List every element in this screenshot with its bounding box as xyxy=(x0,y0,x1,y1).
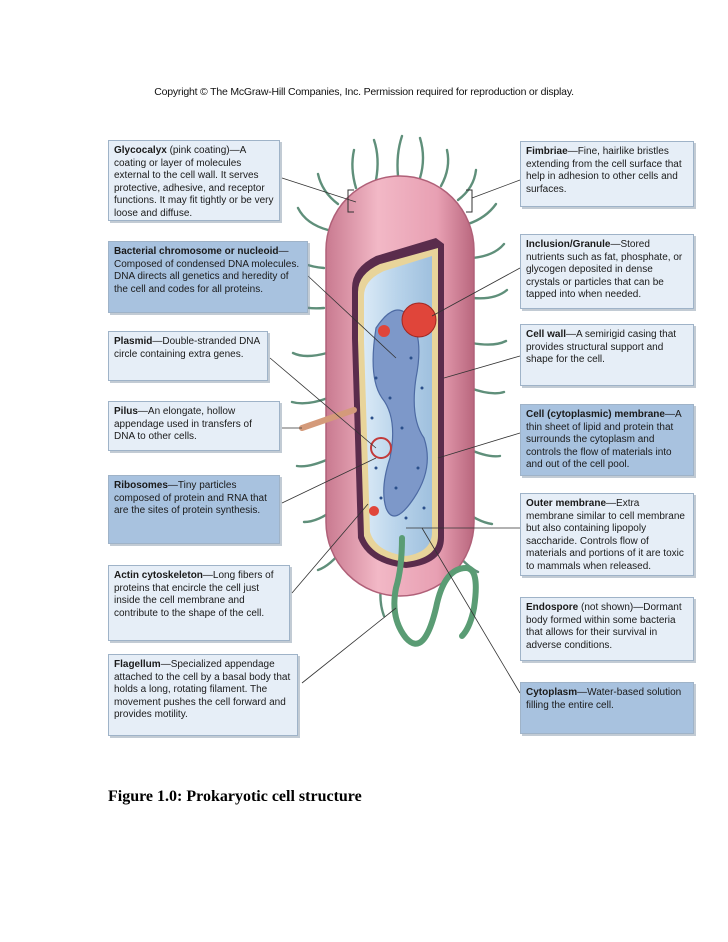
label-desc: —Fine, hairlike bristles extending from … xyxy=(526,146,682,195)
label-term: Cytoplasm xyxy=(526,687,578,698)
label-term: Pilus xyxy=(114,406,138,417)
label-term: Plasmid xyxy=(114,336,153,347)
label-cytoplasm: Cytoplasm—Water-based solution filling t… xyxy=(520,682,694,734)
label-term: Endospore xyxy=(526,602,579,613)
label-desc: (pink coating)—A coating or layer of mol… xyxy=(114,145,274,219)
label-desc: —A thin sheet of lipid and protein that … xyxy=(526,409,682,470)
label-desc: —Long fibers of proteins that encircle t… xyxy=(114,570,274,619)
label-endospore: Endospore (not shown)—Dormant body forme… xyxy=(520,597,694,661)
label-desc: —Stored nutrients such as fat, phosphate… xyxy=(526,239,683,300)
label-pilus: Pilus—An elongate, hollow appendage used… xyxy=(108,401,280,451)
label-desc: —Tiny particles composed of protein and … xyxy=(114,480,267,516)
label-term: Fimbriae xyxy=(526,146,568,157)
label-term: Inclusion/Granule xyxy=(526,239,611,250)
label-term: Glycocalyx xyxy=(114,145,167,156)
label-term: Outer membrane xyxy=(526,498,607,509)
cell-illustration xyxy=(269,134,521,694)
copyright-notice: Copyright © The McGraw-Hill Companies, I… xyxy=(154,86,574,98)
inclusion-granule-tiny xyxy=(369,506,379,516)
label-desc: (not shown)—Dormant body formed within s… xyxy=(526,602,682,651)
label-actin: Actin cytoskeleton—Long fibers of protei… xyxy=(108,565,290,641)
leader-lines xyxy=(269,177,521,694)
label-chromosome: Bacterial chromosome or nucleoid—Compose… xyxy=(108,241,308,313)
label-cellwall: Cell wall—A semirigid casing that provid… xyxy=(520,324,694,386)
flagellum xyxy=(391,535,479,647)
label-ribosomes: Ribosomes—Tiny particles composed of pro… xyxy=(108,475,280,544)
label-desc: —Water-based solution filling the entire… xyxy=(526,687,682,711)
bracket-right xyxy=(466,189,473,213)
label-desc: —Extra membrane similar to cell membrane… xyxy=(526,498,685,572)
label-desc: —An elongate, hollow appendage used in t… xyxy=(114,406,252,442)
label-term: Actin cytoskeleton xyxy=(114,570,203,581)
label-term: Bacterial chromosome or nucleoid xyxy=(114,246,279,257)
inclusion-granule-small xyxy=(378,325,390,337)
label-desc: —A semirigid casing that provides struct… xyxy=(526,329,677,365)
bracket-left xyxy=(347,189,354,213)
label-term: Cell (cytoplasmic) membrane xyxy=(526,409,665,420)
label-flagellum: Flagellum—Specialized appendage attached… xyxy=(108,654,298,736)
label-glycocalyx: Glycocalyx (pink coating)—A coating or l… xyxy=(108,140,280,221)
figure-caption: Figure 1.0: Prokaryotic cell structure xyxy=(108,788,362,805)
pilus xyxy=(299,407,357,431)
label-membrane: Cell (cytoplasmic) membrane—A thin sheet… xyxy=(520,404,694,476)
label-outer-membrane: Outer membrane—Extra membrane similar to… xyxy=(520,493,694,576)
label-term: Cell wall xyxy=(526,329,567,340)
label-desc: —Double-stranded DNA circle containing e… xyxy=(114,336,260,360)
label-inclusion: Inclusion/Granule—Stored nutrients such … xyxy=(520,234,694,309)
label-desc: —Specialized appendage attached to the c… xyxy=(114,659,291,720)
ribosome-dots xyxy=(370,356,426,520)
label-term: Ribosomes xyxy=(114,480,168,491)
plasmid-ring xyxy=(370,437,392,459)
inclusion-granule-large xyxy=(401,302,437,338)
label-plasmid: Plasmid—Double-stranded DNA circle conta… xyxy=(108,331,268,381)
label-term: Flagellum xyxy=(114,659,161,670)
label-desc: —Composed of condensed DNA molecules. DN… xyxy=(114,246,300,295)
label-fimbriae: Fimbriae—Fine, hairlike bristles extendi… xyxy=(520,141,694,207)
